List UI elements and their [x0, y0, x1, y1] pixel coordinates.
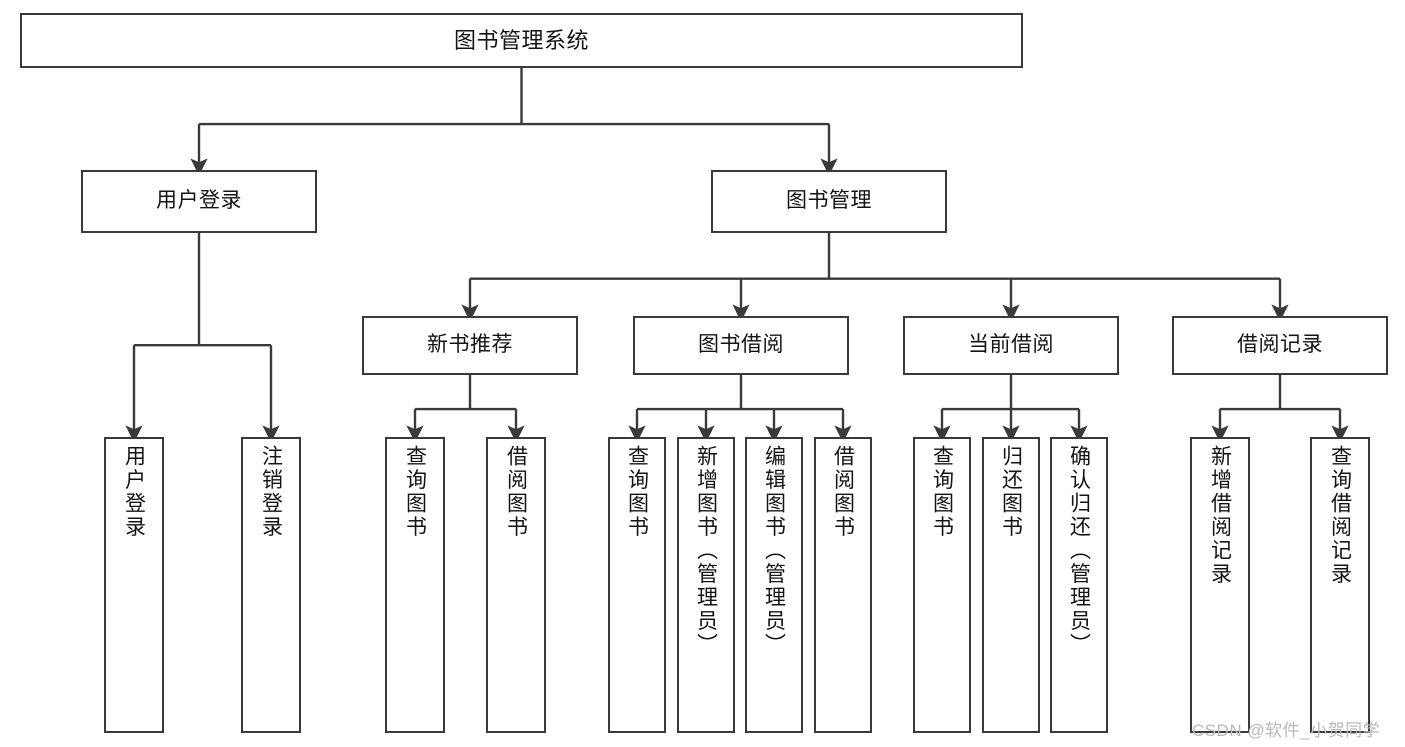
node-leaf-add-book[interactable]: 新增图书（管理员） — [677, 437, 735, 733]
node-label: 图书管理 — [786, 189, 872, 213]
node-l2-book-manage[interactable]: 图书管理 — [711, 170, 947, 233]
node-label: 新书推荐 — [427, 333, 513, 357]
node-label: 查询图书 — [403, 445, 427, 539]
node-label: 当前借阅 — [968, 333, 1054, 357]
node-leaf-query-book-3[interactable]: 查询图书 — [913, 437, 971, 733]
node-leaf-borrow-book-1[interactable]: 借阅图书 — [486, 437, 546, 733]
node-leaf-borrow-book-2[interactable]: 借阅图书 — [814, 437, 872, 733]
node-label: 编辑图书（管理员） — [762, 445, 786, 657]
connector-lines — [125, 68, 1349, 443]
node-leaf-query-book-2[interactable]: 查询图书 — [608, 437, 666, 733]
node-label: 新增图书（管理员） — [694, 445, 718, 657]
node-leaf-return-book[interactable]: 归还图书 — [982, 437, 1040, 733]
node-label: 图书借阅 — [698, 333, 784, 357]
node-leaf-query-book-1[interactable]: 查询图书 — [385, 437, 445, 733]
node-label: 确认归还（管理员） — [1067, 445, 1091, 657]
node-leaf-add-record[interactable]: 新增借阅记录 — [1190, 437, 1250, 733]
node-leaf-user-logout[interactable]: 注销登录 — [241, 437, 301, 733]
node-label: 注销登录 — [259, 445, 283, 539]
node-leaf-edit-book[interactable]: 编辑图书（管理员） — [745, 437, 803, 733]
node-leaf-user-login[interactable]: 用户登录 — [104, 437, 164, 733]
node-label: 查询图书 — [930, 445, 954, 539]
node-l3-book-borrow[interactable]: 图书借阅 — [633, 316, 849, 375]
node-label: 借阅图书 — [504, 445, 528, 539]
node-label: 查询图书 — [625, 445, 649, 539]
node-label: 图书管理系统 — [453, 27, 589, 53]
node-label: 归还图书 — [999, 445, 1023, 539]
node-l3-loan-record[interactable]: 借阅记录 — [1172, 316, 1388, 375]
node-root[interactable]: 图书管理系统 — [20, 13, 1023, 68]
node-l3-current-loan[interactable]: 当前借阅 — [903, 316, 1119, 375]
node-label: 借阅记录 — [1237, 333, 1323, 357]
node-leaf-confirm-return[interactable]: 确认归还（管理员） — [1050, 437, 1108, 733]
node-l2-user-login[interactable]: 用户登录 — [81, 170, 317, 233]
node-label: 新增借阅记录 — [1208, 445, 1232, 586]
node-label: 用户登录 — [122, 445, 146, 539]
node-leaf-query-record[interactable]: 查询借阅记录 — [1310, 437, 1370, 733]
node-label: 查询借阅记录 — [1328, 445, 1352, 586]
node-label: 借阅图书 — [831, 445, 855, 539]
csdn-watermark: CSDN @软件_小贺同学 — [1192, 721, 1381, 740]
node-label: 用户登录 — [156, 189, 242, 213]
node-l3-new-book-rec[interactable]: 新书推荐 — [362, 316, 578, 375]
